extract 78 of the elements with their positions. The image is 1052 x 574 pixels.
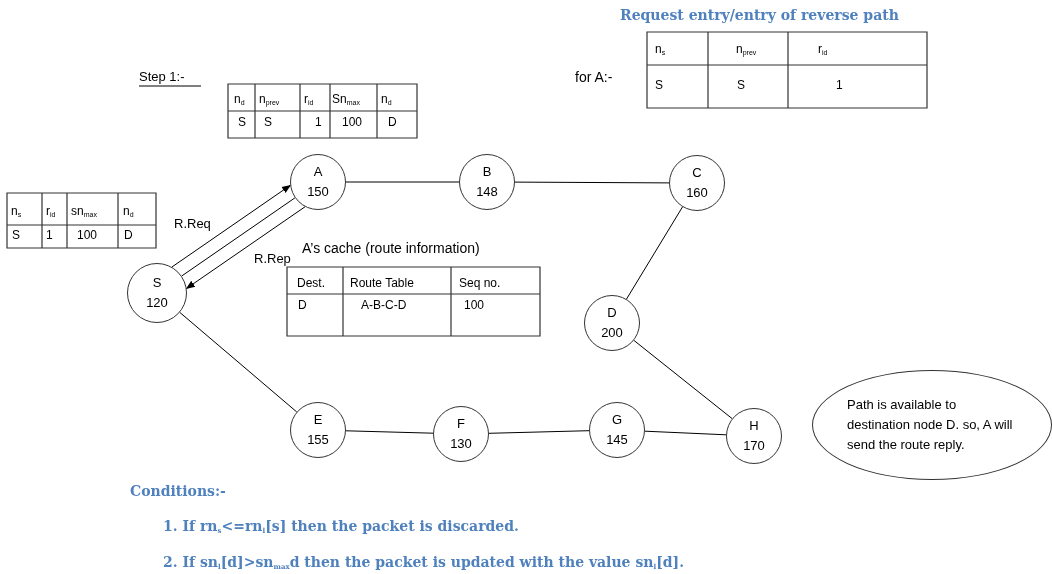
note-text: Path is available to destination node D. so, A will send the route reply. [847, 396, 1014, 454]
network-node [459, 154, 515, 210]
table-cell: S [737, 78, 745, 92]
heading: Request entry/entry of reverse path [620, 8, 899, 22]
table-cell: S [238, 115, 246, 129]
node-value: 148 [476, 183, 498, 201]
table-cell-text: r$_{id}$ [46, 204, 56, 220]
table-cell: D [124, 228, 133, 242]
node-name: C [692, 164, 702, 182]
connector-line [514, 181, 670, 184]
network-node [433, 406, 489, 462]
heading: Conditions:- [130, 484, 226, 498]
table-cell-text: r$_{id}$ [304, 92, 314, 108]
node-value: 120 [146, 294, 168, 312]
network-node [726, 408, 782, 464]
table-cell: 1 [315, 115, 322, 129]
table-cell-text: n$_{prev}$ [736, 42, 757, 59]
node-value: 130 [450, 435, 472, 453]
node-name: F [457, 415, 465, 433]
table-cell: S [12, 228, 20, 242]
table-cell-text: n$_{d}$ [123, 204, 134, 220]
table-cell: S [264, 115, 272, 129]
connector-line [633, 339, 733, 420]
network-node [127, 263, 187, 323]
network-node [669, 155, 725, 211]
node-value: 150 [307, 183, 329, 201]
connector-line [181, 197, 296, 277]
network-node [290, 402, 346, 458]
table-cell: Seq no. [459, 276, 501, 290]
table-cell: S [655, 78, 663, 92]
table-cell-text: n$_{d}$ [234, 92, 245, 108]
table-cell: 1 [46, 228, 53, 242]
node-name: A [313, 163, 323, 181]
connector-line [345, 181, 460, 183]
node-value: 170 [743, 437, 765, 455]
node-value: 155 [307, 431, 329, 449]
table-cell: 100 [464, 298, 485, 312]
node-name: S [152, 274, 162, 292]
connector-line [345, 430, 434, 434]
connector-line [488, 430, 590, 434]
step-label: Step 1:- [139, 70, 185, 84]
table-cell: 100 [342, 115, 363, 129]
caption-text: for A:- [575, 70, 613, 84]
connector-line [626, 206, 683, 300]
table-cell-text: Sn$_{max}$ [332, 92, 360, 108]
node-name: E [313, 411, 323, 429]
arrow [185, 206, 306, 289]
table-cell-text: n$_{s}$ [655, 42, 666, 58]
table-cell: 100 [77, 228, 98, 242]
table-cell-text: n$_{s}$ [11, 204, 22, 220]
table-cell-text: sn$_{max}$ [71, 204, 97, 220]
table-cell: D [298, 298, 307, 312]
edge-label: R.Rep [252, 251, 293, 266]
table-cell: A-B-C-D [361, 298, 407, 312]
table-cell-text: n$_{d}$ [381, 92, 392, 108]
node-value: 145 [606, 431, 628, 449]
table-cell-text: r$_{id}$ [818, 42, 828, 58]
node-value: 160 [686, 184, 708, 202]
table-cell: D [388, 115, 397, 129]
arrow [171, 184, 291, 268]
table-cell: 1 [836, 78, 843, 92]
network-node [584, 295, 640, 351]
table-cell: Route Table [350, 276, 414, 290]
network-node [589, 402, 645, 458]
connector-line [644, 430, 727, 436]
node-name: B [482, 163, 492, 181]
node-value: 200 [601, 324, 623, 342]
condition-text: 1. If rn$_{s}$<=rn$_{l}$[s] then the packet is discarded. [163, 519, 519, 537]
table-cell: Dest. [297, 276, 325, 290]
table-cell-text: n$_{prev}$ [259, 92, 280, 109]
edge-label: R.Req [172, 216, 213, 231]
node-name: D [607, 304, 617, 322]
network-node [290, 154, 346, 210]
caption-text: A’s cache (route information) [302, 241, 480, 255]
connector-line [179, 311, 298, 413]
node-name: H [749, 417, 759, 435]
node-name: G [611, 411, 623, 429]
condition-text: 2. If sn$_{l}$[d]>sn$_{max}$d then the packet is updated with the value sn$_{l}$[d]. [163, 555, 685, 573]
